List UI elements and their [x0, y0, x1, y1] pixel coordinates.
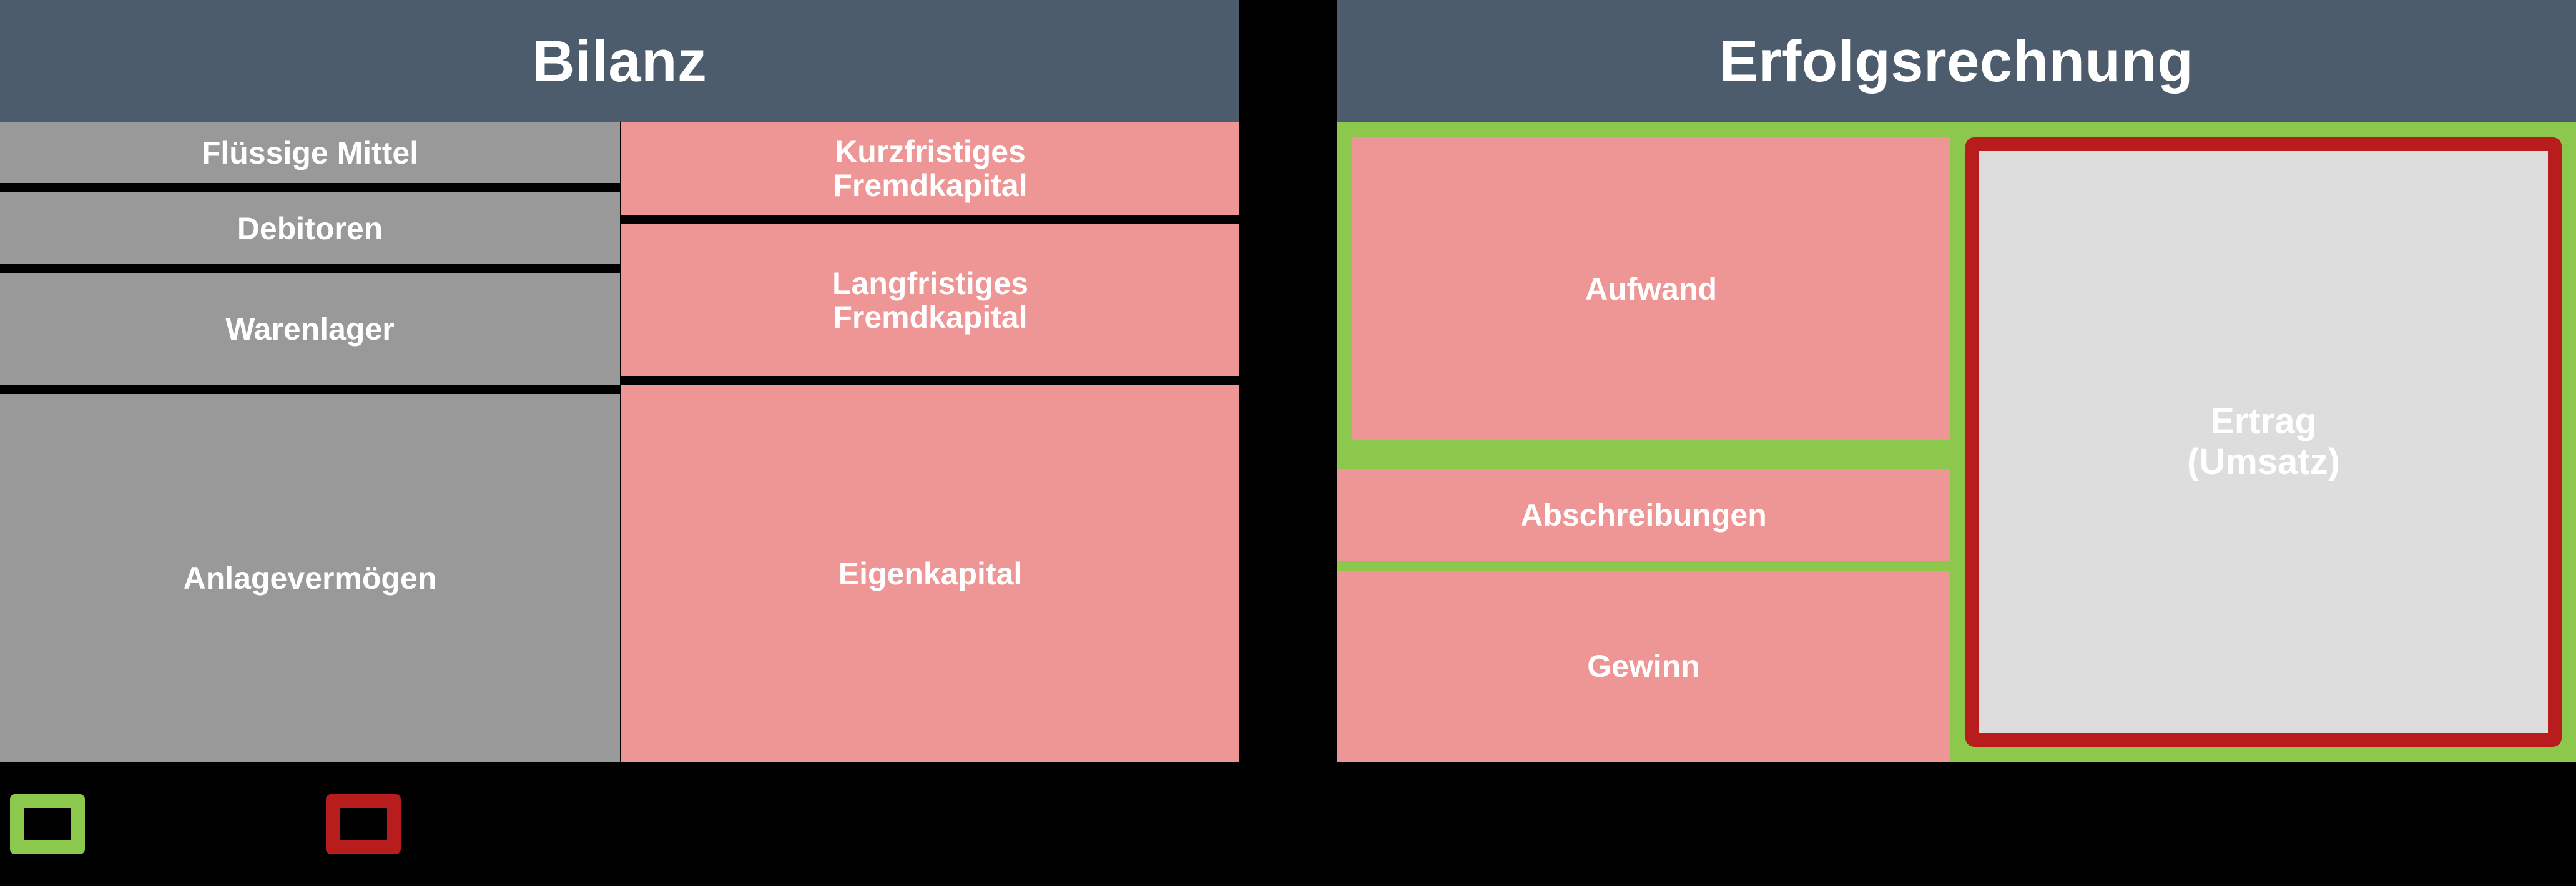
bilanz-liability-kurzfristiges-fremdkapital[interactable]: Kurzfristiges Fremdkapital — [621, 122, 1239, 215]
bilanz-liability-langfristiges-fremdkapital[interactable]: Langfristiges Fremdkapital — [621, 224, 1239, 376]
cell-label: Anlagevermögen — [183, 560, 437, 596]
cell-label: Abschreibungen — [1520, 498, 1767, 533]
erfolg-expense-aufwand[interactable]: Aufwand — [1352, 137, 1950, 440]
cell-label: Aufwand — [1585, 271, 1718, 307]
erfolg-revenue-ertrag[interactable]: Ertrag (Umsatz) — [1979, 151, 2548, 733]
cell-label: Flüssige Mittel — [201, 135, 419, 170]
cell-label: Debitoren — [237, 210, 383, 246]
cell-label: Warenlager — [225, 312, 395, 347]
legend-green-swatch-icon — [10, 794, 85, 854]
erfolgsrechnung-body: Aufwand Abschreibungen Gewinn Ertrag (Um… — [1337, 122, 2576, 762]
legend — [0, 780, 2576, 855]
bilanz-asset-anlagevermoegen[interactable]: Anlagevermögen — [0, 394, 620, 762]
bilanz-asset-fluessige-mittel[interactable]: Flüssige Mittel — [0, 122, 620, 183]
cell-label: Eigenkapital — [838, 556, 1023, 591]
bilanz-title: Bilanz — [0, 0, 1239, 122]
bilanz-body: Flüssige Mittel Debitoren Warenlager Anl… — [0, 122, 1239, 762]
bilanz-asset-debitoren[interactable]: Debitoren — [0, 192, 620, 264]
erfolgsrechnung-panel: Erfolgsrechnung Aufwand Abschreibungen G… — [1337, 0, 2576, 762]
cell-label: Kurzfristiges Fremdkapital — [833, 134, 1028, 203]
cell-label: Ertrag (Umsatz) — [2187, 401, 2340, 482]
legend-red-swatch-icon — [326, 794, 401, 854]
bilanz-panel: Bilanz Flüssige Mittel Debitoren Warenla… — [0, 0, 1239, 762]
bilanz-asset-warenlager[interactable]: Warenlager — [0, 273, 620, 385]
cell-label: Langfristiges Fremdkapital — [832, 265, 1028, 335]
bilanz-liability-eigenkapital[interactable]: Eigenkapital — [621, 385, 1239, 762]
erfolgsrechnung-title: Erfolgsrechnung — [1337, 0, 2576, 122]
erfolg-expense-abschreibungen[interactable]: Abschreibungen — [1337, 469, 1950, 561]
ertrag-red-frame: Ertrag (Umsatz) — [1965, 137, 2562, 747]
cell-label: Gewinn — [1587, 649, 1700, 684]
erfolg-expense-gewinn[interactable]: Gewinn — [1337, 571, 1950, 762]
